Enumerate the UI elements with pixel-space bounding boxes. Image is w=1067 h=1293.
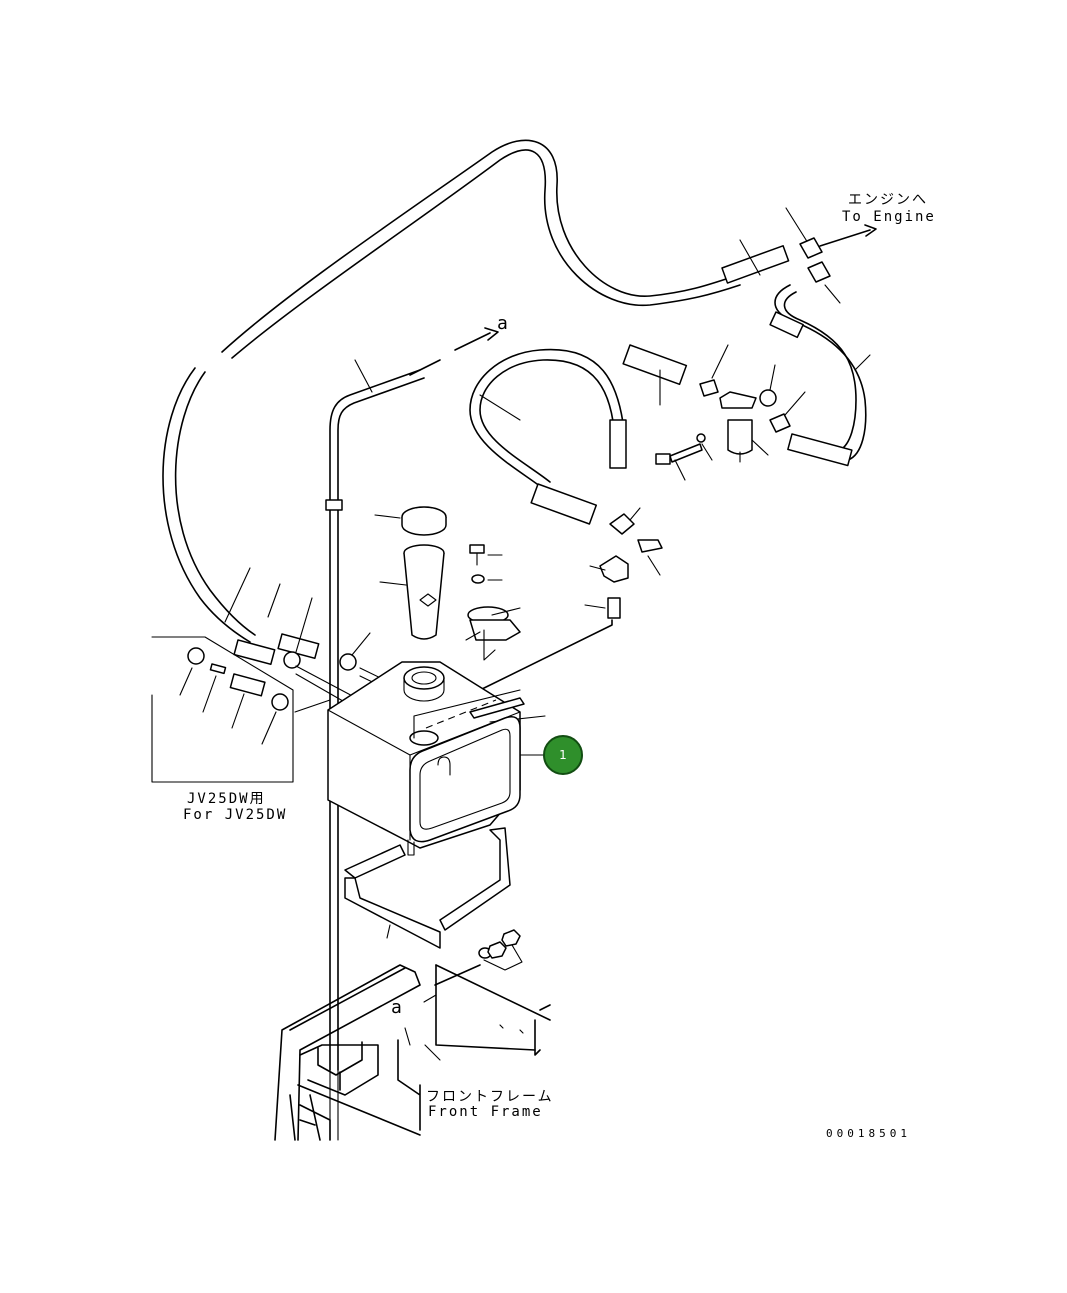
suction-pipe	[325, 327, 499, 1071]
filter-feed-hose	[469, 348, 641, 535]
front-frame-label-en: Front Frame	[428, 1104, 543, 1120]
fittings-right	[479, 539, 663, 691]
callout-number: 1	[559, 748, 567, 762]
jv25dw-label-en: For JV25DW	[183, 807, 288, 823]
front-frame-label-jp: フロントフレーム	[426, 1089, 554, 1105]
drawing-number: 00018501	[826, 1127, 911, 1140]
fuel-tank	[327, 661, 546, 856]
fuel-strainer	[379, 544, 445, 640]
engine-return-hose	[769, 284, 871, 467]
arrow-a-top-label: a	[497, 313, 510, 334]
jv25dw-option-box	[151, 636, 331, 783]
return-hose-loop	[162, 139, 741, 643]
engine-hose-top	[721, 207, 877, 304]
tank-bracket	[344, 827, 511, 949]
callout-1[interactable]: 1	[543, 735, 583, 775]
jv25dw-label-jp: JV25DW用	[187, 791, 266, 807]
level-gauge-parts	[465, 544, 521, 661]
nuts-and-washers	[434, 929, 523, 986]
filler-cap	[374, 506, 447, 536]
front-frame	[274, 964, 551, 1141]
to-engine-label-en: To Engine	[842, 209, 936, 225]
to-engine-label-jp: エンジンへ	[848, 192, 928, 208]
fuel-filter-assembly	[622, 344, 806, 481]
arrow-a-bottom-label: a	[391, 997, 404, 1018]
